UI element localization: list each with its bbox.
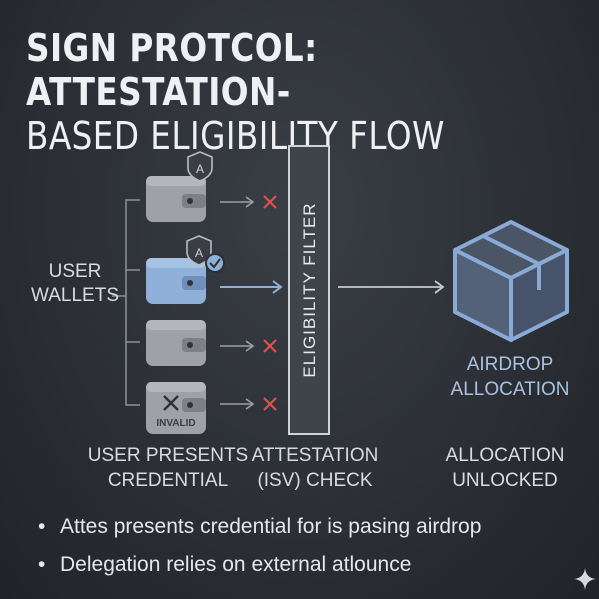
step-label-user-presents: USER PRESENTS CREDENTIAL	[87, 445, 249, 491]
wallet-icon	[146, 258, 206, 304]
airdrop-allocation-label: AIRDROP ALLOCATION	[450, 354, 570, 400]
svg-text:A: A	[196, 162, 204, 176]
svg-text:A: A	[195, 246, 203, 260]
page-title: SIGN PROTCOL: ATTESTATION- BASED ELIGIBI…	[26, 26, 508, 158]
invalid-label: INVALID	[156, 418, 196, 429]
bullet-list: • Attes presents credential for is pasing…	[38, 508, 578, 584]
reject-arrow	[220, 340, 255, 352]
wallet-bracket	[112, 199, 140, 406]
reject-arrow	[220, 398, 255, 410]
bullet-dot: •	[38, 515, 46, 538]
sparkle-icon	[574, 568, 596, 590]
bullet-text: Attes presents credential for is pasing …	[60, 515, 482, 538]
bullet-item: • Delegation relies on external atlounce	[38, 546, 578, 584]
bullet-text: Delegation relies on external atlounce	[60, 553, 412, 576]
wallet-icon	[146, 320, 206, 366]
bullet-dot: •	[38, 553, 46, 576]
user-wallets-label: USER WALLETS	[31, 261, 119, 306]
eligibility-filter-bar	[288, 145, 330, 435]
reject-arrow	[220, 196, 255, 208]
pass-arrow	[220, 280, 283, 294]
check-badge-icon	[205, 253, 225, 273]
x-mark-icon	[263, 339, 277, 353]
x-mark-icon	[263, 195, 277, 209]
title-line-2: BASED ELIGIBILITY FLOW	[26, 114, 445, 158]
shield-a-icon: A	[187, 151, 213, 182]
wallet-icon	[146, 176, 206, 222]
x-mark-icon	[263, 397, 277, 411]
bullet-item: • Attes presents credential for is pasing…	[38, 508, 578, 546]
filter-to-allocation-arrow	[338, 280, 445, 294]
step-label-attestation-check: ATTESTATION (ISV) CHECK	[251, 445, 379, 491]
package-box-icon	[453, 220, 569, 342]
title-line-1: SIGN PROTCOL: ATTESTATION-	[26, 26, 318, 114]
x-mark-icon	[163, 395, 179, 411]
step-label-allocation-unlocked: ALLOCATION UNLOCKED	[445, 445, 565, 491]
eligibility-filter-label: ELIGIBILITY FILTER	[300, 202, 319, 378]
